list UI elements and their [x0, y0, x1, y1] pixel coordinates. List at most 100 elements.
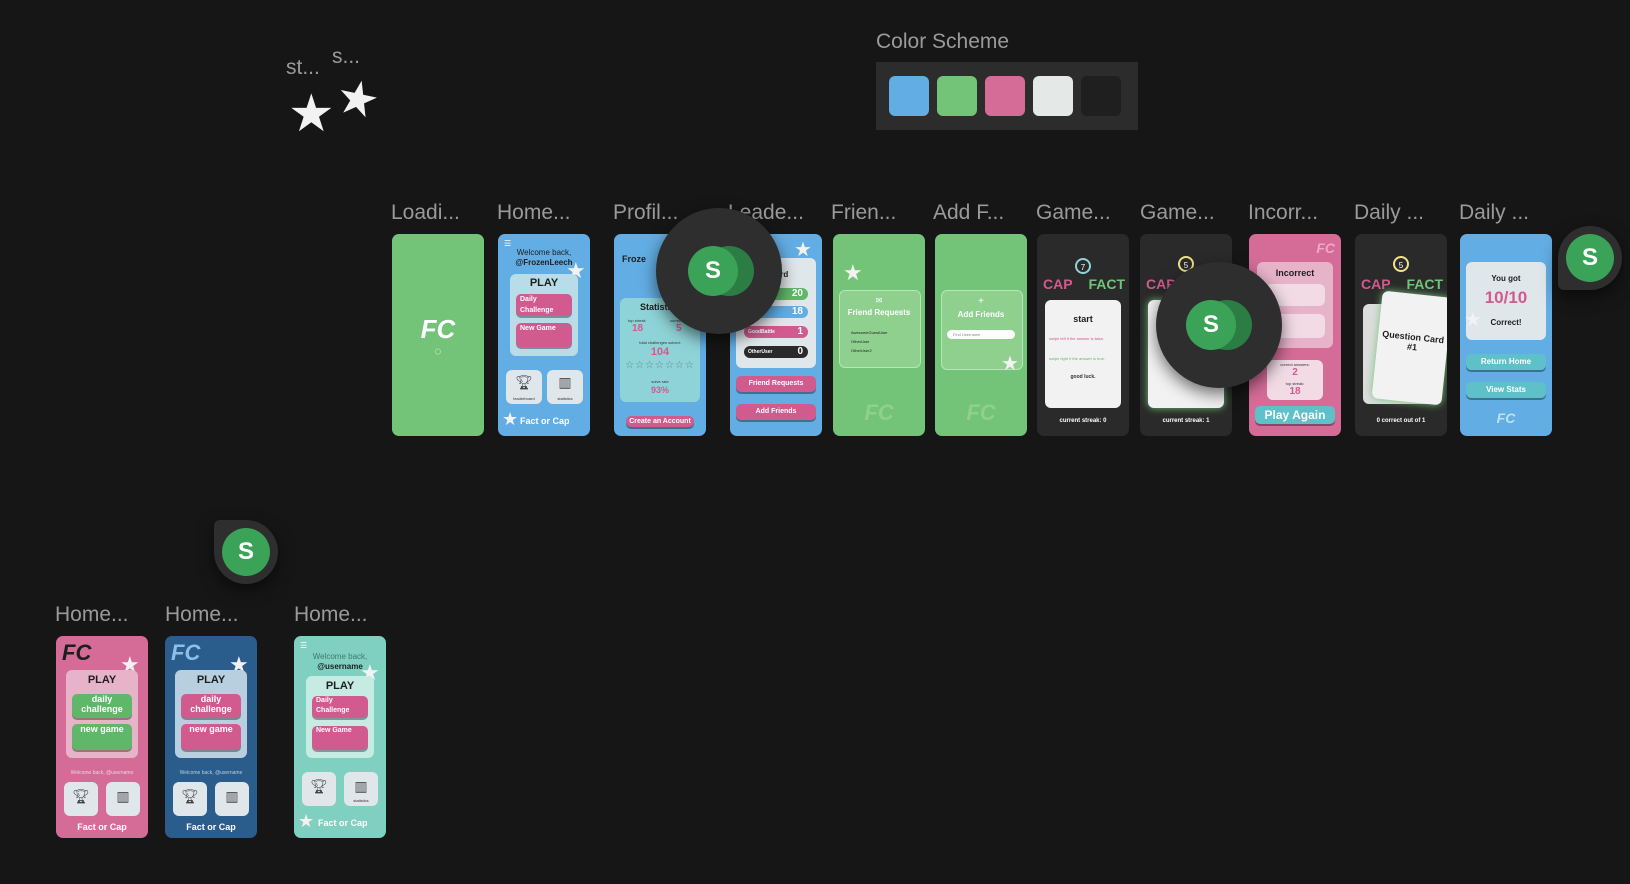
fc-logo-icon: FC: [62, 640, 92, 665]
friend-requests-button[interactable]: Friend Requests: [736, 376, 816, 392]
fc-logo-icon: FC: [1496, 410, 1516, 426]
frame-label-daily-2[interactable]: Daily ...: [1459, 201, 1530, 224]
profile-name: Froze: [622, 254, 647, 264]
leaderboard-row-4: OtherUser 0: [744, 346, 808, 358]
daily-challenge-button[interactable]: Daily Challenge: [516, 294, 572, 316]
bar-chart-icon: ▥: [116, 788, 130, 804]
frame-daily-game[interactable]: 5 CAP FACT Question Card #1 0 correct ou…: [1355, 234, 1447, 436]
result-panel: [1466, 262, 1546, 340]
fact-label: FACT: [1088, 276, 1125, 292]
username-text: @FrozenLeech: [515, 258, 573, 267]
friend-request-3[interactable]: OtherUser2: [851, 348, 872, 353]
frame-label-profile[interactable]: Profil...: [613, 201, 679, 224]
frame-label-game-1[interactable]: Game...: [1036, 201, 1111, 224]
trophy-icon: 🏆︎: [181, 788, 199, 804]
star-mascot-icon: ★: [1464, 309, 1482, 331]
frame-add-friends[interactable]: + Add Friends Find Username ★ FC: [935, 234, 1027, 436]
frame-home-teal[interactable]: ☰ Welcome back, @username ★ PLAY Daily C…: [294, 636, 386, 838]
leaderboard-value-1: 20: [791, 288, 803, 299]
frame-home-navy[interactable]: FC ★ PLAY daily challenge new game Welco…: [165, 636, 257, 838]
star-mascot-icon[interactable]: ★: [288, 85, 335, 143]
result-box: correct answers: 2 top streak: 18: [1267, 360, 1323, 400]
friend-request-1[interactable]: AwesomeGuestUser: [851, 330, 888, 335]
swatch-black[interactable]: [1081, 76, 1121, 116]
avatar-initial: S: [688, 246, 738, 296]
frame-home-pink[interactable]: FC ★ PLAY daily challenge new game Welco…: [56, 636, 148, 838]
collaborator-avatar[interactable]: S: [1156, 262, 1282, 388]
start-card[interactable]: start swipe left if the answer is false.…: [1045, 300, 1121, 408]
leaderboard-value-3: 1: [797, 326, 803, 337]
daily-challenge-button[interactable]: daily challenge: [72, 694, 132, 718]
you-got-text: You got: [1491, 274, 1521, 283]
play-again-button[interactable]: Play Again: [1255, 406, 1335, 424]
username-search-input[interactable]: Find Username: [947, 330, 1015, 339]
frame-label-friends[interactable]: Frien...: [831, 201, 897, 224]
statistics-button[interactable]: ▥ statistics: [344, 772, 378, 806]
daily-challenge-button[interactable]: Daily Challenge: [312, 696, 368, 718]
menu-icon[interactable]: ☰: [300, 641, 308, 650]
question-card-title: Question Card #1: [1381, 328, 1445, 353]
frame-daily-result[interactable]: You got 10/10 Correct! ★ Return Home Vie…: [1460, 234, 1552, 436]
frame-loading[interactable]: FC ◌: [392, 234, 484, 436]
frame-label-home-navy[interactable]: Home...: [165, 603, 239, 626]
daily-progress-text: 0 correct out of 1: [1376, 418, 1426, 424]
trophy-icon: 🏆︎: [515, 374, 533, 390]
bar-chart-icon: ▥: [558, 374, 572, 390]
leaderboard-button[interactable]: 🏆︎: [173, 782, 207, 816]
footer-title: Fact or Cap: [186, 822, 236, 832]
cap-label: CAP: [1361, 276, 1391, 292]
swatch-white[interactable]: [1033, 76, 1073, 116]
friend-request-2[interactable]: OtherUser: [851, 339, 870, 344]
swipe-left-hint: swipe left if the answer is false.: [1049, 336, 1105, 341]
bar-chart-icon: ▥: [354, 778, 368, 794]
swatch-blue[interactable]: [889, 76, 929, 116]
menu-icon[interactable]: ☰: [504, 239, 512, 248]
frame-label-add-friends[interactable]: Add F...: [933, 201, 1005, 224]
frame-label-home-pink[interactable]: Home...: [55, 603, 129, 626]
fc-logo-icon: FC: [420, 314, 456, 344]
new-game-button[interactable]: new game: [72, 724, 132, 750]
statistics-button[interactable]: ▥ statistics: [547, 370, 583, 404]
leaderboard-button[interactable]: 🏆︎: [64, 782, 98, 816]
frame-label-loading[interactable]: Loadi...: [391, 201, 460, 224]
star-mascot-icon[interactable]: ★: [331, 69, 385, 130]
color-scheme-label: Color Scheme: [876, 30, 1010, 53]
frame-friend-requests[interactable]: ★ ✉ Friend Requests AwesomeGuestUser Oth…: [833, 234, 925, 436]
leaderboard-label: leaderboard: [513, 396, 535, 401]
new-game-button[interactable]: new game: [181, 724, 241, 750]
leaderboard-button[interactable]: 🏆︎: [302, 772, 336, 806]
frame-label-home[interactable]: Home...: [497, 201, 571, 224]
play-title: PLAY: [87, 674, 117, 686]
sticker-frame-label-2[interactable]: s...: [332, 45, 361, 68]
swatch-green[interactable]: [937, 76, 977, 116]
collaborator-avatar[interactable]: S: [1558, 226, 1622, 290]
statistics-button[interactable]: ▥: [106, 782, 140, 816]
avatar-initial: S: [222, 528, 270, 576]
frame-label-home-teal[interactable]: Home...: [294, 603, 368, 626]
leaderboard-button[interactable]: 🏆︎ leaderboard: [506, 370, 542, 404]
return-home-button[interactable]: Return Home: [1466, 354, 1546, 370]
frame-label-daily-1[interactable]: Daily ...: [1354, 201, 1425, 224]
friend-requests-panel: [839, 290, 921, 368]
new-game-button[interactable]: New Game: [312, 726, 368, 750]
daily-challenge-button[interactable]: daily challenge: [181, 694, 241, 718]
frame-game-1[interactable]: 7 CAP FACT start swipe left if the answe…: [1037, 234, 1129, 436]
collaborator-avatar[interactable]: S: [214, 520, 278, 584]
frame-label-game-2[interactable]: Game...: [1140, 201, 1215, 224]
play-title: PLAY: [325, 680, 355, 692]
add-friends-button[interactable]: Add Friends: [736, 404, 816, 420]
statistics-button[interactable]: ▥: [215, 782, 249, 816]
star-mascot-icon: ★: [794, 239, 812, 261]
mail-icon: ✉: [875, 296, 883, 305]
welcome-text: Welcome back,: [516, 248, 572, 257]
view-stats-button[interactable]: View Stats: [1466, 382, 1546, 398]
frame-label-incorrect[interactable]: Incorr...: [1248, 201, 1319, 224]
question-card[interactable]: Question Card #1: [1371, 290, 1447, 406]
add-friends-title: Add Friends: [957, 310, 1005, 319]
swatch-pink[interactable]: [985, 76, 1025, 116]
frame-home[interactable]: ☰ Welcome back, @FrozenLeech ★ PLAY Dail…: [498, 234, 590, 436]
collaborator-avatar[interactable]: S: [656, 208, 782, 334]
sticker-frame-label-1[interactable]: st...: [286, 56, 320, 79]
new-game-button[interactable]: New Game: [516, 323, 572, 347]
create-account-button[interactable]: Create an Account: [626, 416, 694, 427]
